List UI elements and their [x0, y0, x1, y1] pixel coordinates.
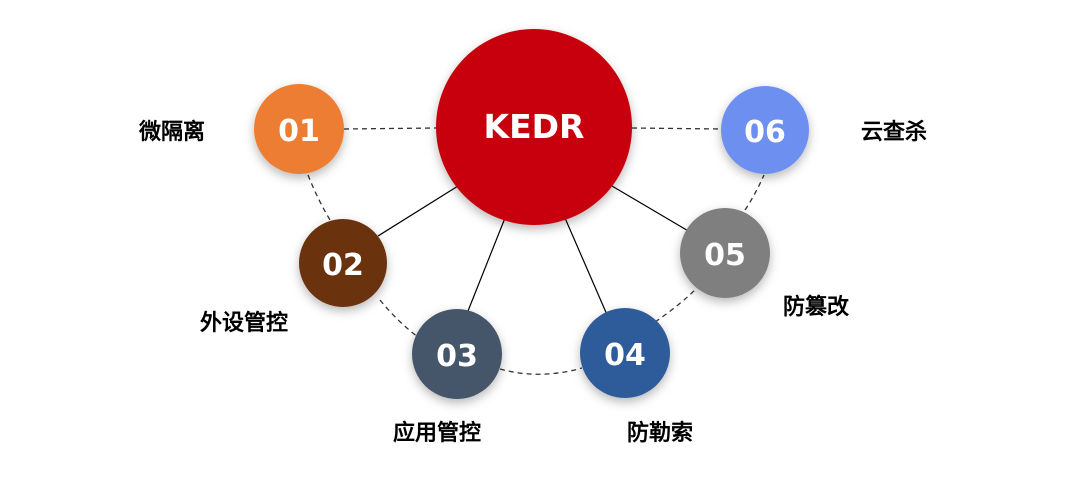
node-03-number: 03 [436, 339, 478, 374]
node-04-label: 防勒索 [627, 421, 693, 446]
node-04: 04 防勒索 [580, 308, 693, 446]
node-04-number: 04 [604, 338, 646, 373]
node-05-number: 05 [704, 238, 746, 273]
node-06-number: 06 [744, 115, 786, 150]
spoke-05 [611, 185, 691, 233]
node-06: 06 云查杀 [721, 86, 927, 174]
node-01: 01 微隔离 [138, 84, 344, 174]
node-03: 03 应用管控 [393, 309, 502, 446]
node-06-circle [721, 86, 809, 174]
node-03-circle [412, 309, 502, 399]
dash-link-06-center [631, 127, 723, 130]
spoke-02 [377, 185, 459, 237]
node-02-number: 02 [322, 248, 364, 283]
dash-link-01-center [343, 127, 438, 130]
node-02-label: 外设管控 [200, 310, 288, 336]
solid-connectors [377, 185, 691, 318]
node-01-number: 01 [278, 114, 320, 149]
node-05-label: 防篡改 [783, 294, 850, 320]
dash-link-02-03 [379, 299, 419, 338]
dash-link-01-02 [307, 174, 331, 221]
dash-link-03-04 [499, 367, 583, 375]
node-04-circle [580, 308, 670, 398]
node-01-label: 微隔离 [138, 119, 205, 145]
spoke-04 [564, 217, 609, 318]
node-06-label: 云查杀 [861, 119, 927, 145]
node-02: 02 外设管控 [200, 219, 387, 336]
node-05: 05 防篡改 [680, 208, 850, 320]
node-02-circle [299, 219, 387, 307]
center-label: KEDR [484, 107, 585, 146]
dashed-connectors [307, 127, 765, 375]
center-circle [436, 29, 632, 225]
node-03-label: 应用管控 [393, 420, 481, 446]
dash-link-05-06 [744, 174, 765, 211]
dash-link-04-05 [654, 286, 699, 323]
center-node: KEDR [436, 29, 632, 225]
spoke-03 [465, 217, 506, 317]
node-05-circle [680, 208, 770, 298]
node-01-circle [254, 84, 344, 174]
